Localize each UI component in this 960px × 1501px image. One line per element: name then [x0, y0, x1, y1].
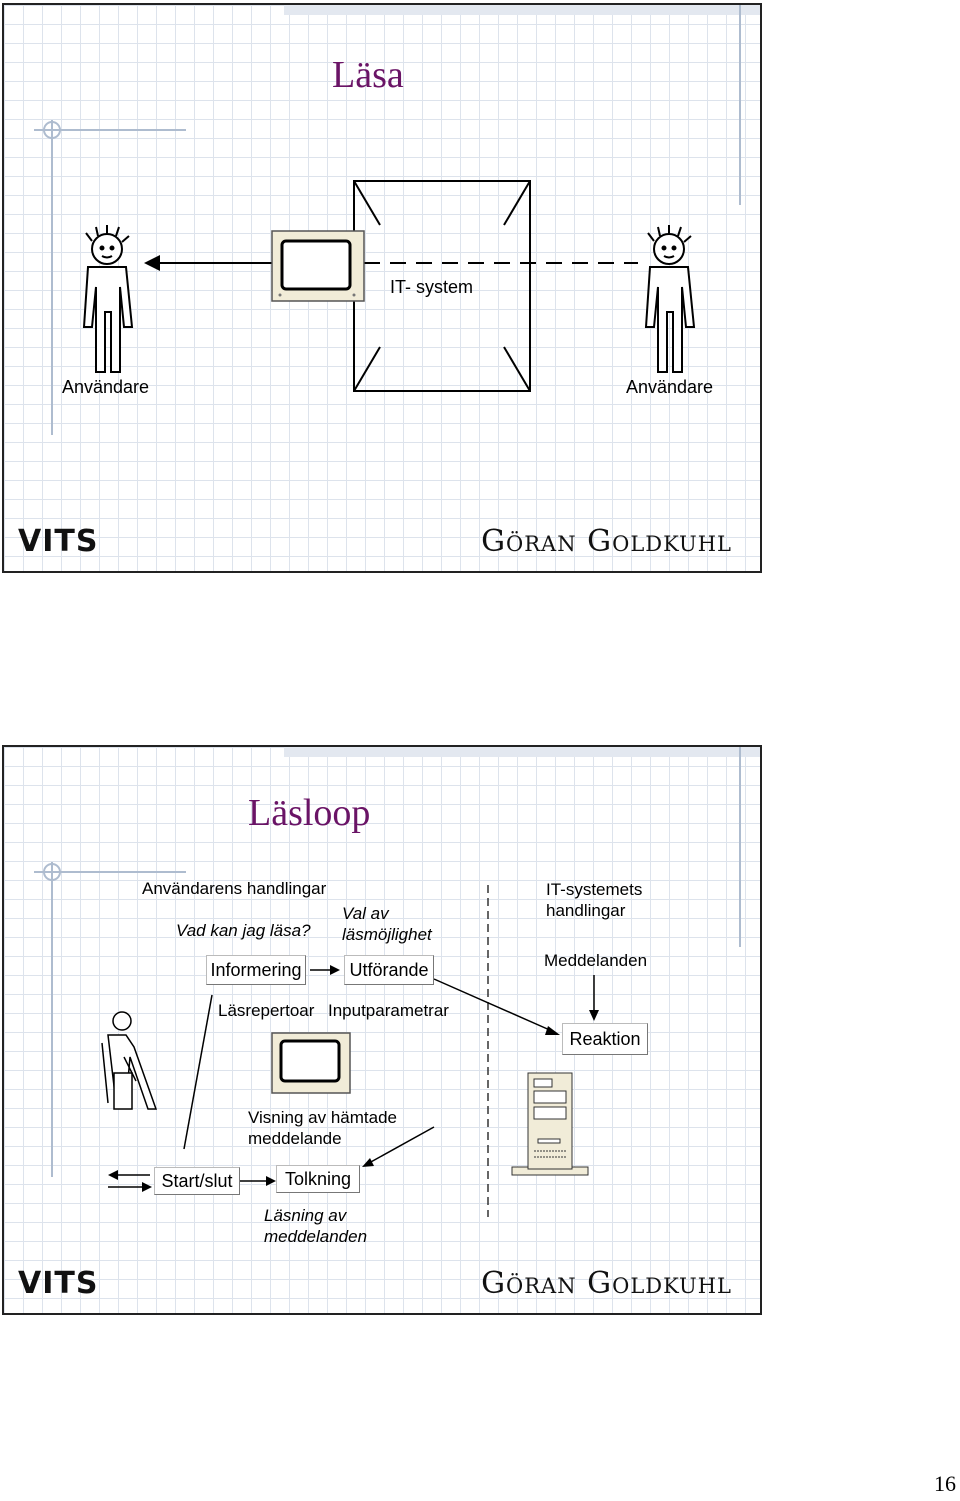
user-actions-heading: Användarens handlingar: [142, 879, 327, 898]
user-left-icon: [82, 225, 134, 373]
input-parameters-label: Inputparametrar: [328, 1001, 449, 1020]
reaction-box: Reaktion: [562, 1023, 648, 1055]
choice-label: Val av läsmöjlighet: [342, 904, 432, 944]
slide-lasa: Läsa: [2, 3, 762, 573]
reading-repertoire-label: Läsrepertoar: [218, 1001, 315, 1020]
slide-decoration: [34, 747, 760, 1177]
left-user-label: Användare: [62, 377, 150, 397]
system-actions-heading: IT-systemets handlingar: [546, 880, 643, 920]
start-end-box: Start/slut: [154, 1167, 240, 1195]
footer-vits-logo: VITS: [18, 524, 99, 559]
messages-label: Meddelanden: [544, 951, 648, 970]
footer-author: Göran Goldkuhl: [481, 524, 732, 559]
execution-box: Utförande: [344, 955, 434, 985]
interpretation-box: Tolkning: [276, 1165, 360, 1193]
it-system-diagram: [82, 180, 696, 392]
informing-box: Informering: [206, 955, 306, 985]
slide-decoration: [34, 5, 760, 435]
footer-vits-logo: VITS: [18, 1266, 99, 1301]
monitor-icon: [271, 230, 365, 302]
monitor-icon: [271, 1032, 351, 1094]
display-label: Visning av hämtade meddelande: [248, 1108, 398, 1148]
slide-title: Läsloop: [248, 792, 371, 834]
it-system-label: IT- system: [390, 277, 474, 297]
right-user-label: Användare: [626, 377, 714, 397]
sitting-user-icon: [101, 1011, 158, 1110]
footer-author: Göran Goldkuhl: [481, 1266, 732, 1301]
server-tower-icon: [511, 1072, 589, 1176]
user-right-icon: [644, 225, 696, 373]
question-label: Vad kan jag läsa?: [176, 921, 311, 940]
page-number: 16: [934, 1471, 956, 1496]
reading-label: Läsning av meddelanden: [264, 1206, 368, 1246]
slide-lasloop: Läsloop: [2, 745, 762, 1315]
reading-loop-diagram: [101, 885, 599, 1217]
slide-title: Läsa: [332, 54, 404, 96]
